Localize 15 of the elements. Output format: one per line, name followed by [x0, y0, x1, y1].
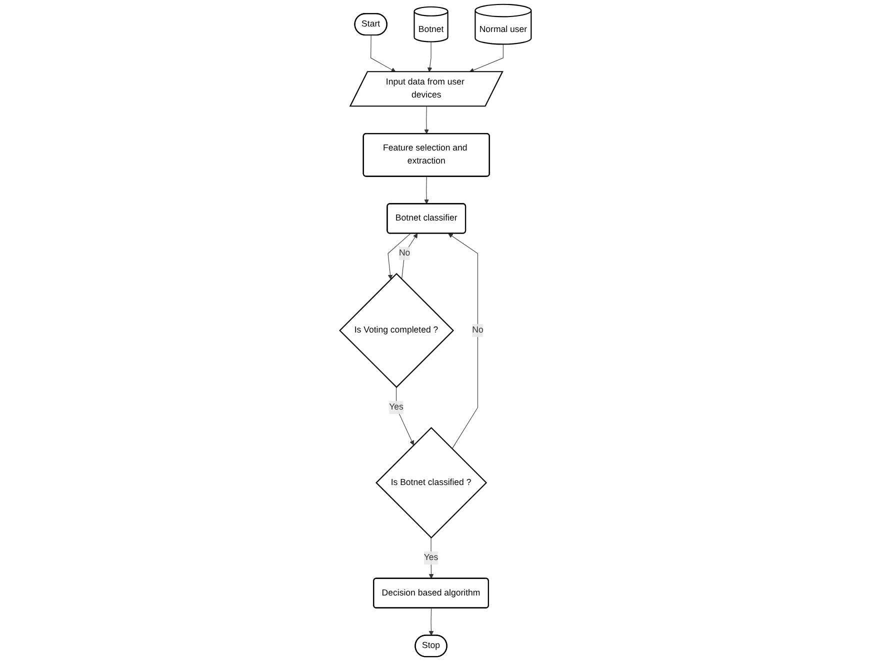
arrow [448, 233, 478, 450]
arrow [370, 34, 396, 72]
arrow [424, 176, 429, 204]
edge-label: No [472, 326, 484, 335]
arrow [396, 386, 414, 446]
arrow [388, 233, 411, 280]
arrow [469, 44, 504, 72]
edge-label: No [398, 248, 410, 258]
arrow [428, 608, 434, 636]
arrow [427, 41, 432, 72]
arrow [424, 106, 429, 134]
node-diamond: Is Voting completed ? [339, 273, 454, 388]
edge-label: Yes [424, 553, 438, 562]
edge-label: Yes [389, 402, 404, 412]
node-diamond: Is Botnet classified ? [376, 426, 488, 538]
